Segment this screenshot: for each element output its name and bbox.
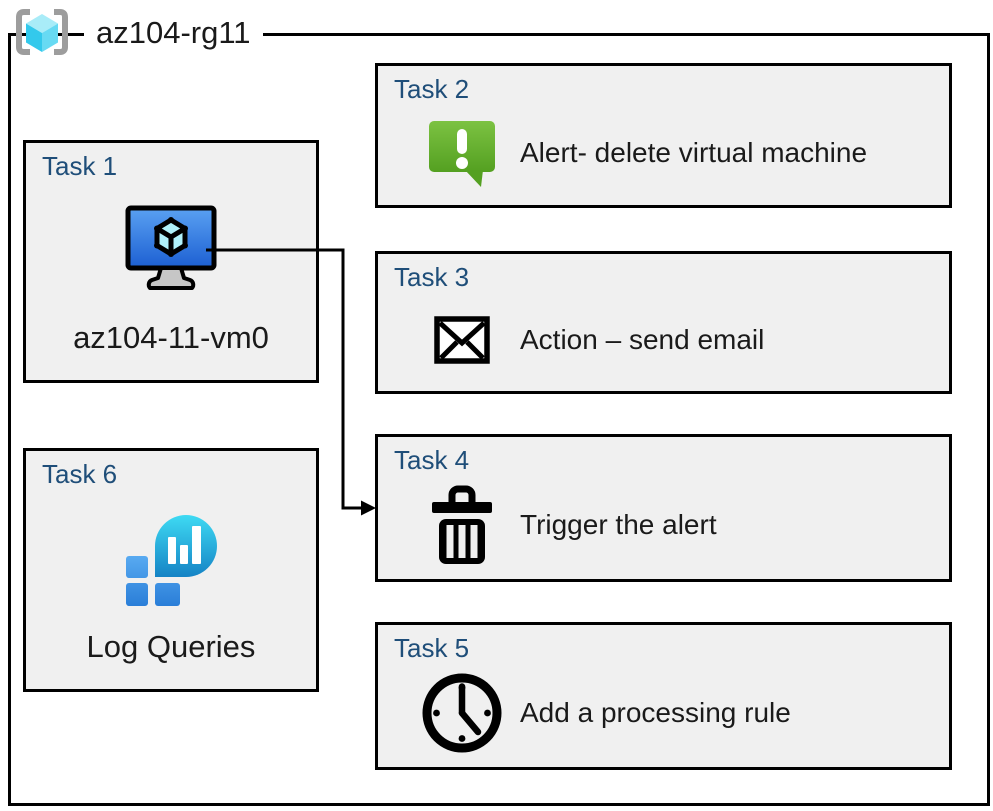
log-queries-label: Log Queries [86,629,256,664]
resource-group-name: az104-rg11 [84,12,263,54]
vm-name-label: az104-11-vm0 [73,320,269,355]
resource-group-icon [13,6,71,63]
task-6-box: Task 6 Log Queries [23,448,319,692]
task-6-title: Task 6 [42,459,118,489]
trash-icon [414,485,510,565]
task-2-title: Task 2 [394,74,470,104]
task-4-title: Task 4 [394,445,470,475]
clock-icon [414,670,510,756]
task-4-box: Task 4 Trigger the alert [375,434,952,582]
task-5-label: Add a processing rule [520,697,791,728]
log-queries-icon [125,513,217,612]
task-2-label: Alert- delete virtual machine [520,136,868,168]
email-icon [414,315,510,365]
task-3-label: Action – send email [520,323,765,355]
task-1-title: Task 1 [42,151,118,181]
task-5-box: Task 5 Add a processing rule [375,622,952,770]
alert-icon [414,118,510,188]
task-4-label: Trigger the alert [520,509,717,540]
task-1-box: Task 1 az104-11-vm0 [23,140,319,383]
resource-group-frame [8,33,990,806]
task-3-title: Task 3 [394,262,470,292]
task-5-title: Task 5 [394,633,470,663]
virtual-machine-icon [125,205,217,298]
task-3-box: Task 3 Action – send email [375,251,952,394]
task-2-box: Task 2 Alert- delete virtual machine [375,63,952,208]
